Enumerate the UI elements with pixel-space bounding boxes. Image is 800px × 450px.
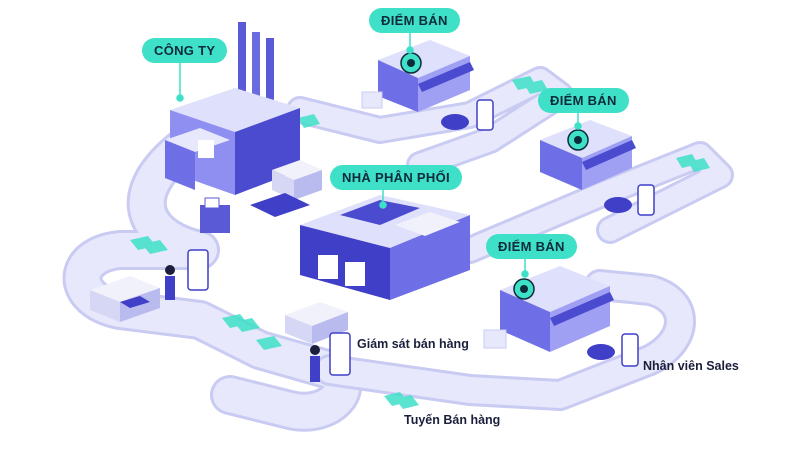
factory-building <box>165 22 322 233</box>
connector-dot <box>176 94 184 102</box>
road-surface <box>65 133 359 429</box>
store-bottom-building <box>483 266 614 352</box>
road-surface <box>459 144 731 261</box>
warehouse-door <box>318 255 338 279</box>
warehouse-building <box>300 195 470 300</box>
connector-dot <box>574 122 582 130</box>
road-surface <box>289 69 571 176</box>
motorbike-icon <box>604 197 632 213</box>
chimney <box>238 22 246 102</box>
store-top-building <box>361 40 474 112</box>
connector-dot <box>406 46 414 54</box>
crate-stack <box>272 160 322 180</box>
warehouse-door <box>345 262 365 286</box>
chevron-marker <box>395 395 419 409</box>
label-connectors <box>176 28 582 278</box>
store-bottom-label: ĐIỂM BÁN <box>486 234 577 259</box>
location-pin-icon <box>400 52 422 74</box>
truck-center <box>285 302 348 344</box>
road-network <box>62 66 734 432</box>
person-icon <box>310 345 320 382</box>
store-top-label: ĐIỂM BÁN <box>369 8 460 33</box>
truck-left <box>90 276 160 322</box>
factory-door <box>198 140 214 158</box>
location-pin-icon <box>513 278 535 300</box>
factory-annex-front <box>165 140 195 190</box>
sales-route-label: Tuyến Bán hàng <box>404 413 501 427</box>
connector-dot <box>379 201 387 209</box>
phone-icon <box>329 332 351 376</box>
chevron-marker <box>256 336 282 350</box>
warehouse-shelves <box>395 212 460 236</box>
crate-stack <box>294 170 322 200</box>
road-surface <box>317 272 693 408</box>
phone-icon <box>476 99 494 131</box>
warehouse-roof-panels <box>340 200 420 225</box>
connector-dot <box>521 270 529 278</box>
phone-icon <box>621 333 639 367</box>
company-label: CÔNG TY <box>142 38 228 63</box>
chevron-marker <box>142 240 168 254</box>
forklift <box>200 205 230 233</box>
pallet <box>250 193 310 217</box>
chimney <box>266 38 274 106</box>
store-awning <box>418 62 474 92</box>
distributor-label: NHÀ PHÂN PHỐI <box>330 165 462 190</box>
sales-supervision-label: Giám sát bán hàng <box>357 337 469 351</box>
person-icon <box>165 265 175 300</box>
phone-icon <box>637 184 655 216</box>
location-pin-icon <box>567 129 589 151</box>
warehouse-wall-right <box>390 215 470 300</box>
motorbike-icon <box>587 344 615 360</box>
store-roof <box>378 40 470 78</box>
chevron-marker <box>298 114 320 128</box>
forklift-cab <box>204 197 220 209</box>
chevron-marker <box>688 158 710 172</box>
factory-annex-roof <box>165 128 230 152</box>
store-wall-left <box>378 60 418 112</box>
chimney <box>252 32 260 104</box>
sales-staff-label: Nhân viên Sales <box>643 359 739 373</box>
crate-stack <box>272 170 294 200</box>
store-goods <box>361 91 383 109</box>
store-right-label: ĐIỂM BÁN <box>538 88 629 113</box>
motorbike-icon <box>441 114 469 130</box>
phone-icon <box>187 249 209 291</box>
chevron-marker <box>234 318 260 332</box>
